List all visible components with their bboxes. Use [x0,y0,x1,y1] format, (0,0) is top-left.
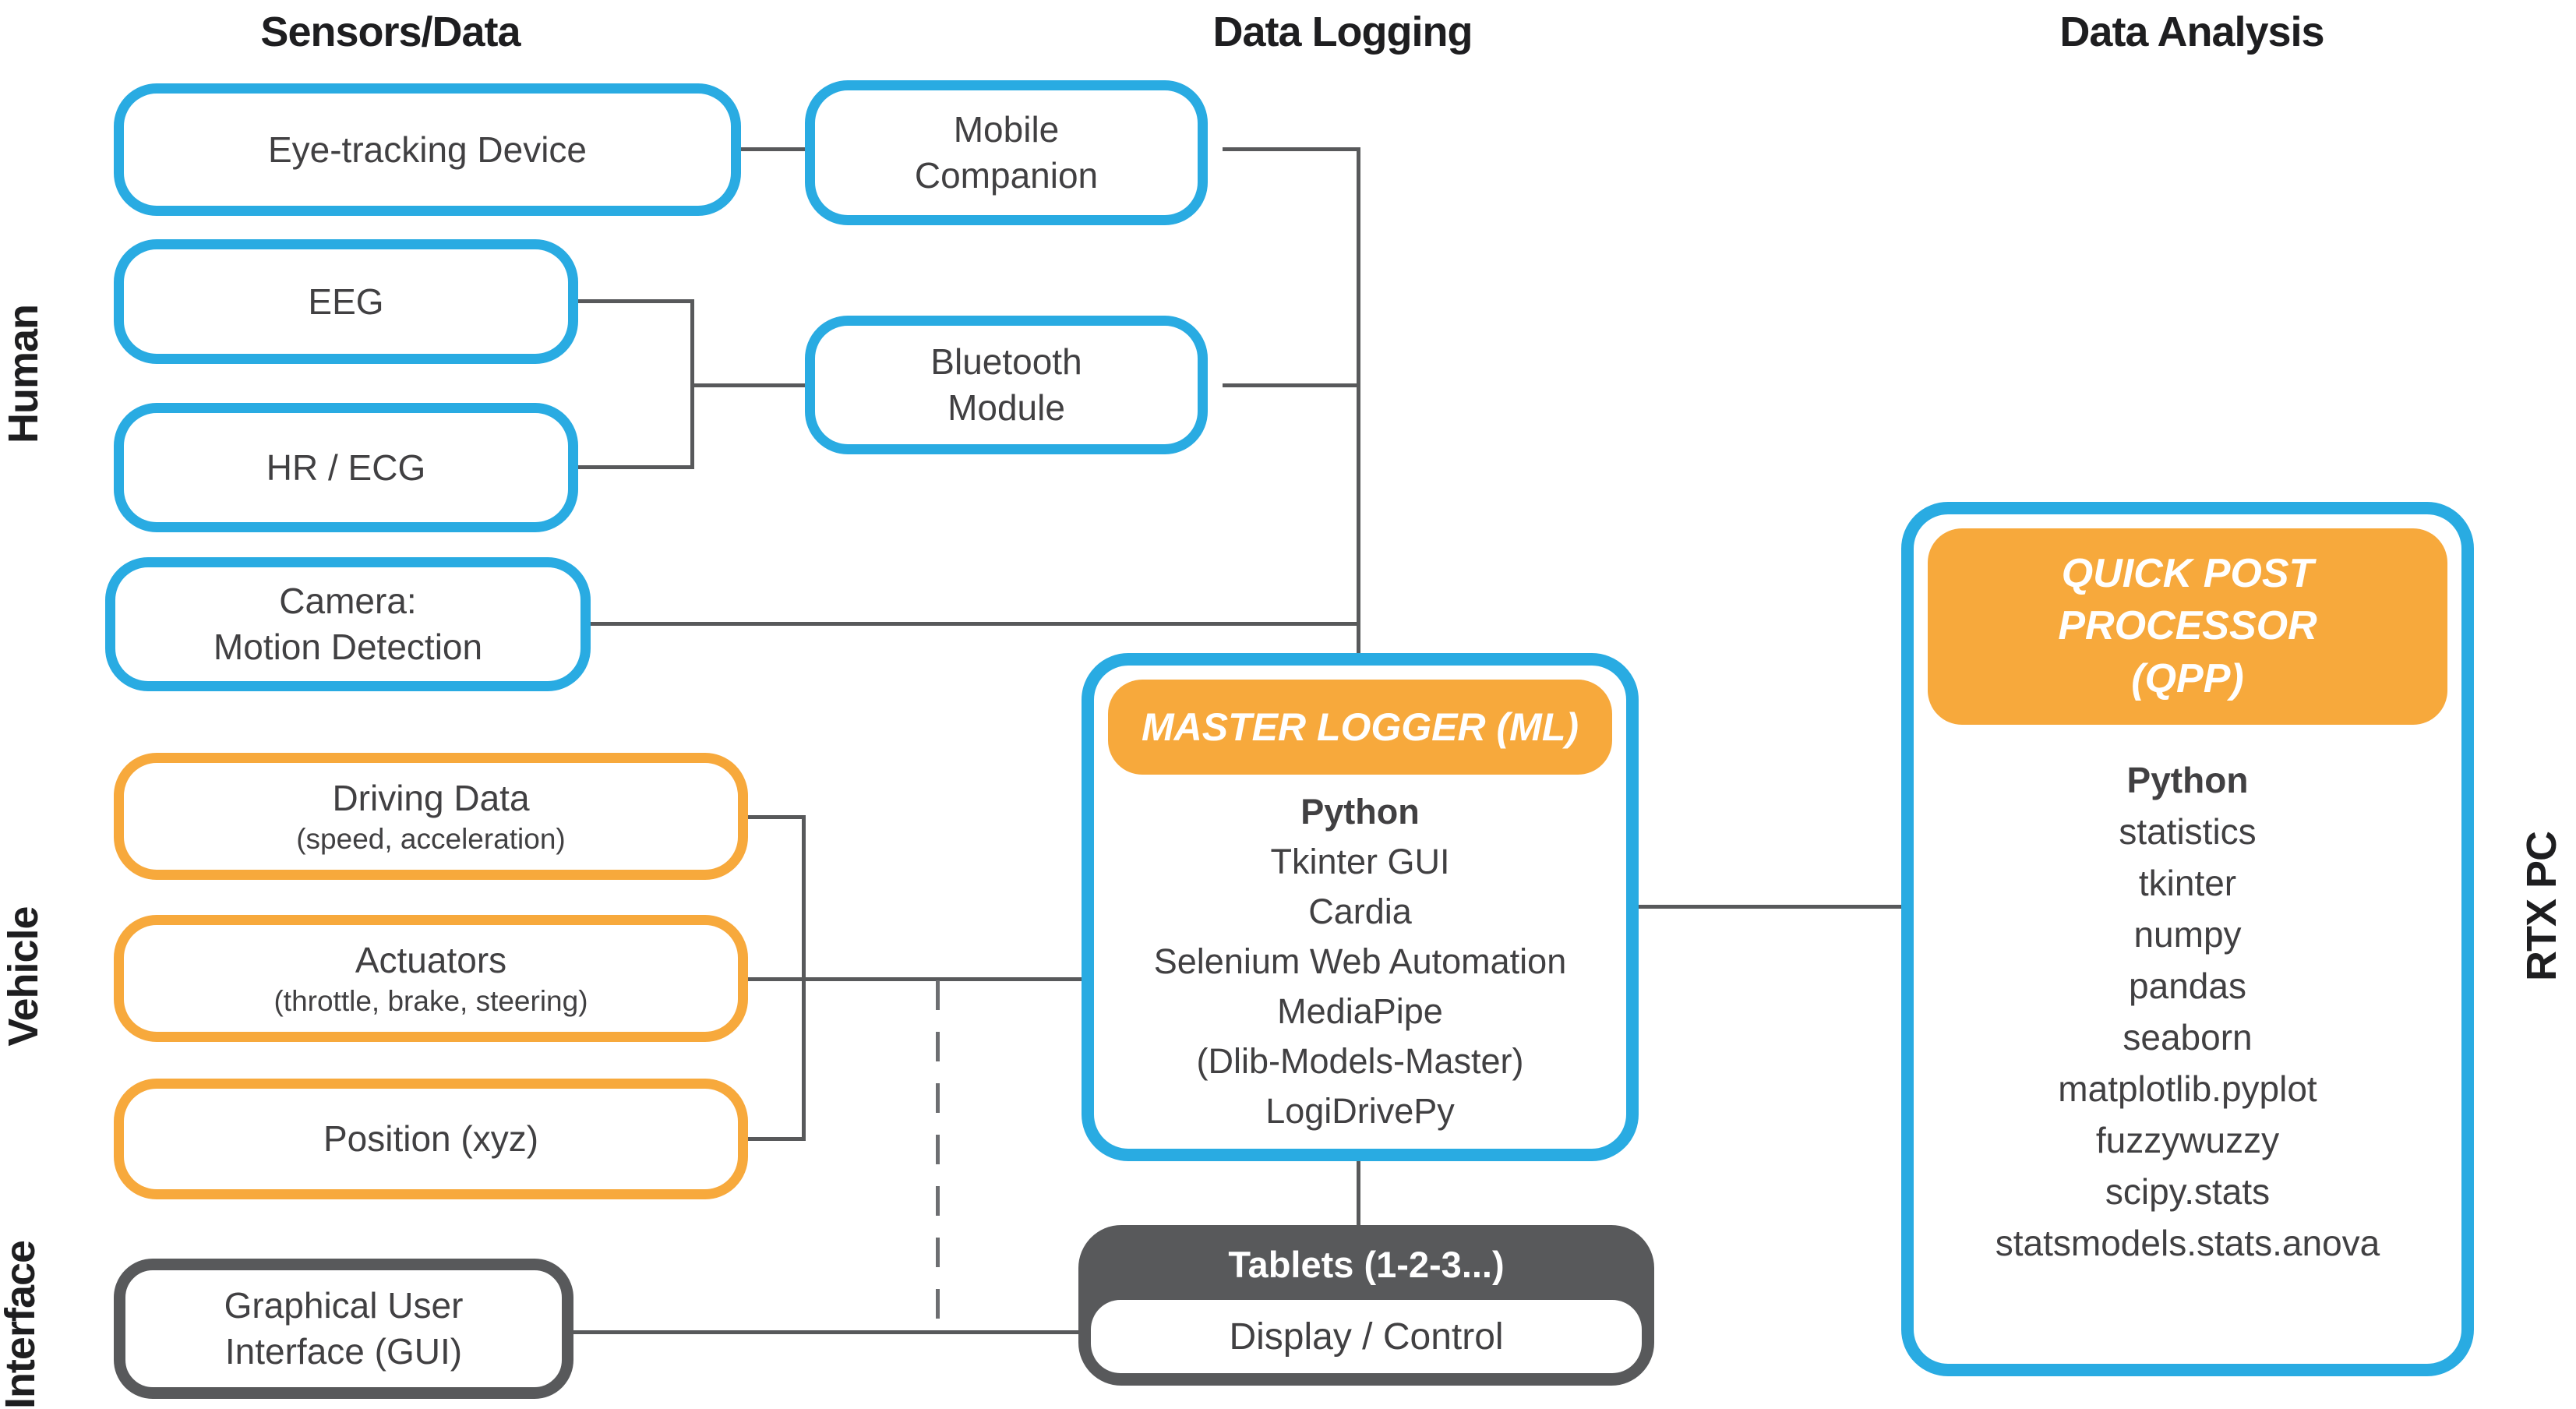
box-driving-data-subtitle: (speed, acceleration) [296,822,566,855]
qpp-title-line: QUICK POST [2061,550,2314,596]
box-graphical-user-interface: Graphical User Interface (GUI) [114,1259,573,1399]
tablets-body: Display / Control [1091,1300,1642,1373]
box-camera-line2: Motion Detection [213,627,483,667]
box-eeg-label: EEG [308,281,384,322]
master-logger-item: Cardia [1308,892,1412,931]
dashed-connector-vehicle-to-gui-line [936,980,940,1330]
row-label-rtx-pc: RTX PC [2518,831,2565,982]
box-actuators-title: Actuators [355,939,507,980]
qpp-items: Python statistics tkinter numpy pandas s… [1914,754,2461,1269]
qpp-item: seaborn [2123,1017,2253,1058]
tablets-title: Tablets (1-2-3...) [1228,1243,1505,1285]
qpp-item: numpy [2133,914,2242,955]
qpp-item: fuzzywuzzy [2095,1120,2280,1160]
master-logger-items: Python Tkinter GUI Cardia Selenium Web A… [1094,787,1626,1136]
tablets-header: Tablets (1-2-3...) [1078,1225,1654,1303]
box-gui-line1: Graphical User [224,1285,464,1326]
connector-master-logger-to-tablets [1357,1161,1360,1225]
connector-driving-to-bracket [748,815,805,819]
box-hr-ecg: HR / ECG [114,403,578,532]
connector-eye-to-mobile [741,147,820,151]
column-header-data-analysis: Data Analysis [2059,9,2324,55]
box-position-title: Position (xyz) [323,1118,539,1160]
box-bluetooth-line2: Module [947,387,1065,428]
master-logger-item: MediaPipe [1277,991,1443,1031]
panel-master-logger: MASTER LOGGER (ML) Python Tkinter GUI Ca… [1082,653,1639,1161]
box-mobile-companion: Mobile Companion [805,80,1208,225]
qpp-item: tkinter [2138,863,2237,903]
box-hr-ecg-label: HR / ECG [266,447,426,488]
qpp-item: pandas [2129,966,2246,1006]
row-label-vehicle: Vehicle [0,906,47,1047]
box-tablets: Tablets (1-2-3...) Display / Control [1078,1225,1654,1386]
row-label-interface: Interface [0,1240,44,1409]
box-mobile-companion-line1: Mobile [953,109,1060,150]
qpp-item: statistics [2119,811,2257,852]
qpp-item: statsmodels.stats.anova [1995,1223,2380,1263]
box-mobile-companion-line2: Companion [914,155,1099,196]
connector-position-to-bracket [748,1137,805,1141]
box-actuators: Actuators (throttle, brake, steering) [114,915,748,1042]
master-logger-item: Python [1300,792,1420,832]
box-camera-motion-detection: Camera: Motion Detection [105,557,591,691]
box-gui-line2: Interface (GUI) [224,1331,463,1372]
column-header-sensors-data: Sensors/Data [260,9,520,55]
box-driving-data-title: Driving Data [332,777,530,818]
box-eye-tracking-device: Eye-tracking Device [114,83,741,216]
connector-bluetooth-to-trunk [1223,383,1360,387]
box-actuators-subtitle: (throttle, brake, steering) [273,984,588,1017]
qpp-item: Python [2126,760,2249,800]
qpp-item: scipy.stats [2105,1171,2271,1212]
box-eye-tracking-label: Eye-tracking Device [267,129,588,170]
master-logger-item: LogiDrivePy [1265,1091,1455,1131]
connector-master-logger-to-qpp [1639,905,1901,909]
box-driving-data: Driving Data (speed, acceleration) [114,753,748,880]
panel-quick-post-processor: QUICK POST PROCESSOR (QPP) Python statis… [1901,502,2474,1376]
master-logger-item: Selenium Web Automation [1153,941,1567,981]
column-header-data-logging: Data Logging [1212,9,1473,55]
qpp-title-line: PROCESSOR [2058,603,2317,649]
qpp-title-line: (QPP) [2131,655,2244,701]
master-logger-title: MASTER LOGGER (ML) [1141,705,1579,749]
connector-gui-to-tablets [573,1330,1078,1334]
box-bluetooth-module: Bluetooth Module [805,316,1208,454]
box-position-xyz: Position (xyz) [114,1079,748,1199]
tablets-body-label: Display / Control [1229,1315,1504,1358]
trunk-to-master-logger [1357,147,1360,653]
connector-eeg-to-bracket [578,299,693,303]
connector-mobile-to-trunk [1223,147,1360,151]
connector-bracket-to-bluetooth [690,383,820,387]
panel-qpp-header: QUICK POST PROCESSOR (QPP) [1928,528,2447,725]
row-label-human: Human [0,304,47,444]
connector-hr-to-bracket [578,465,693,469]
connector-camera-to-trunk [591,622,1360,626]
qpp-item: matplotlib.pyplot [2058,1068,2317,1109]
box-camera-line1: Camera: [279,581,417,622]
master-logger-item: Tkinter GUI [1270,842,1450,881]
master-logger-item: (Dlib-Models-Master) [1196,1041,1524,1081]
box-eeg: EEG [114,239,578,364]
connector-actuators-to-master-logger [748,977,1082,981]
panel-master-logger-header: MASTER LOGGER (ML) [1108,680,1612,775]
box-bluetooth-line1: Bluetooth [930,341,1082,383]
